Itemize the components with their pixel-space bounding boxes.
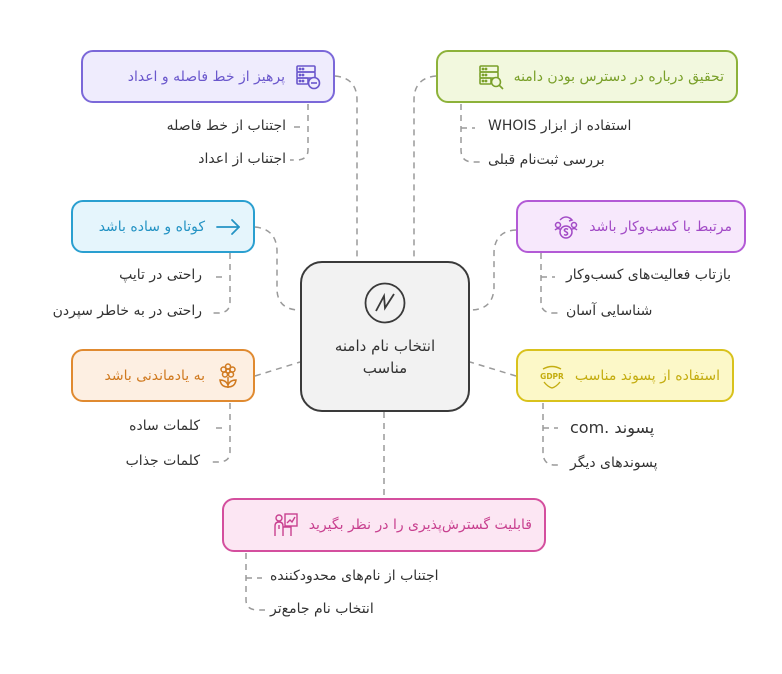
zigzag-logo-icon <box>364 282 406 324</box>
leaf-avoid-limiting-names: اجتناب از نام‌های محدودکننده <box>270 568 439 584</box>
branch-label: پرهیز از خط فاصله و اعداد <box>127 68 285 85</box>
leaf-other-extensions: پسوندهای دیگر <box>570 455 658 471</box>
leaf-prior-registration: بررسی ثبت‌نام قبلی <box>488 152 605 168</box>
leaf-broader-name: انتخاب نام جامع‌تر <box>270 601 374 617</box>
branch-check-availability[interactable]: تحقیق درباره در دسترس بودن دامنه <box>436 50 738 103</box>
leaf-easy-typing: راحتی در تایپ <box>119 267 202 283</box>
branch-label: به یادماندنی باشد <box>104 367 205 384</box>
branch-label: کوتاه و ساده باشد <box>98 218 205 235</box>
branch-short-simple[interactable]: کوتاه و ساده باشد <box>71 200 255 253</box>
server-minus-icon <box>295 64 321 90</box>
gdpr-shield-icon: GDPR <box>539 363 565 389</box>
presenter-chart-icon <box>273 512 299 538</box>
money-exchange-icon <box>553 214 579 240</box>
center-title: انتخاب نام دامنه مناسب <box>334 337 436 377</box>
flower-icon <box>215 362 241 389</box>
leaf-easy-remembering: راحتی در به خاطر سپردن <box>52 303 202 319</box>
branch-suitable-extension[interactable]: GDPR استفاده از پسوند مناسب <box>516 349 734 402</box>
leaf-simple-words: کلمات ساده <box>129 418 200 434</box>
leaf-dotcom: پسوند .com <box>570 418 655 437</box>
branch-business-related[interactable]: مرتبط با کسب‌وکار باشد <box>516 200 746 253</box>
leaf-easy-recognition: شناسایی آسان <box>566 303 653 319</box>
branch-scalability[interactable]: قابلیت گسترش‌پذیری را در نظر بگیرید <box>222 498 546 552</box>
branch-label: قابلیت گسترش‌پذیری را در نظر بگیرید <box>308 517 532 533</box>
leaf-whois: استفاده از ابزار WHOIS <box>488 118 632 134</box>
leaf-avoid-numbers: اجتناب از اعداد <box>198 151 286 167</box>
center-node[interactable]: انتخاب نام دامنه مناسب <box>300 261 470 412</box>
arrow-right-icon <box>215 214 241 240</box>
leaf-reflect-business: بازتاب فعالیت‌های کسب‌وکار <box>566 267 732 283</box>
svg-text:GDPR: GDPR <box>540 372 564 381</box>
leaf-avoid-hyphen: اجتناب از خط فاصله <box>166 118 286 134</box>
branch-label: استفاده از پسوند مناسب <box>574 367 720 384</box>
leaf-catchy-words: کلمات جذاب <box>125 453 200 469</box>
branch-label: مرتبط با کسب‌وکار باشد <box>589 218 732 235</box>
branch-label: تحقیق درباره در دسترس بودن دامنه <box>513 68 724 85</box>
branch-avoid-hyphens[interactable]: پرهیز از خط فاصله و اعداد <box>81 50 335 103</box>
branch-memorable[interactable]: به یادماندنی باشد <box>71 349 255 402</box>
server-search-icon <box>478 64 504 90</box>
